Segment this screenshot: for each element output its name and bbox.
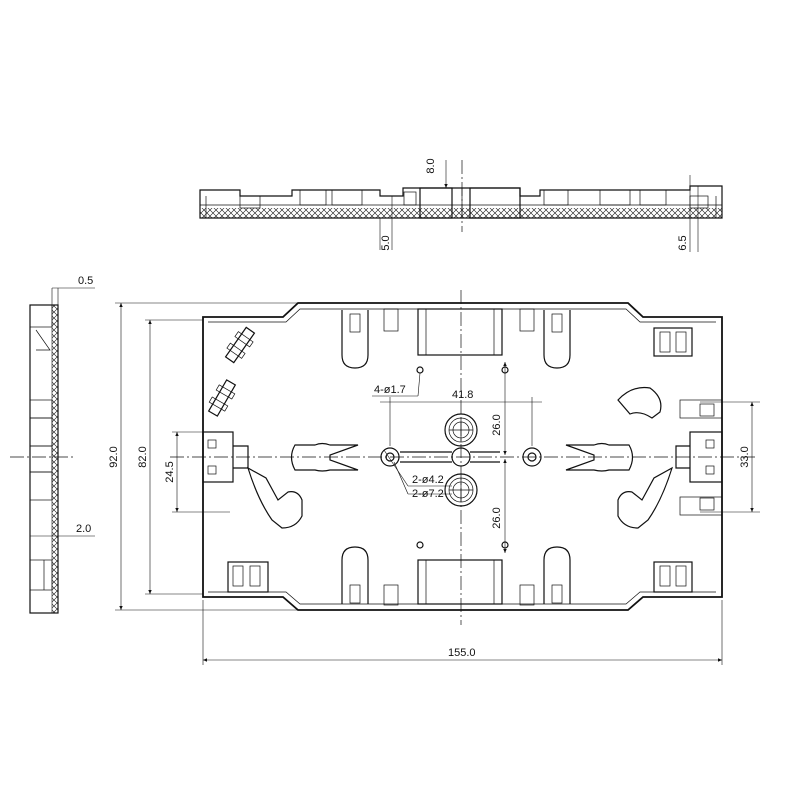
dim-lower-offset: 26.0 bbox=[491, 507, 503, 528]
dim-left-height: 5.0 bbox=[380, 235, 392, 250]
dim-width-overall: 92.0 bbox=[108, 446, 120, 467]
dim-base: 2.0 bbox=[76, 523, 91, 535]
label-small-holes: 4-ø1.7 bbox=[374, 384, 406, 396]
dim-upper-offset: 26.0 bbox=[491, 414, 503, 435]
dim-hole-spacing: 41.8 bbox=[452, 389, 473, 401]
top-view: 8.0 5.0 6.5 bbox=[199, 158, 723, 252]
dim-right-height: 6.5 bbox=[677, 235, 689, 250]
side-view: 0.5 2.0 bbox=[10, 275, 95, 614]
lower-grille bbox=[444, 473, 478, 507]
dim-width-inner: 82.0 bbox=[137, 446, 149, 467]
front-view: 4-ø1.7 2-ø4.2 2-ø7.2 41.8 26.0 26.0 155.… bbox=[108, 290, 760, 665]
upper-grille bbox=[444, 413, 478, 447]
dim-thickness: 8.0 bbox=[425, 158, 437, 173]
label-hole-a: 2-ø4.2 bbox=[412, 474, 444, 486]
dim-left-clip: 24.5 bbox=[164, 461, 176, 482]
dim-length: 155.0 bbox=[448, 647, 476, 659]
dim-right-clip: 33.0 bbox=[739, 446, 751, 467]
dim-wall: 0.5 bbox=[78, 275, 93, 287]
label-hole-b: 2-ø7.2 bbox=[412, 488, 444, 500]
